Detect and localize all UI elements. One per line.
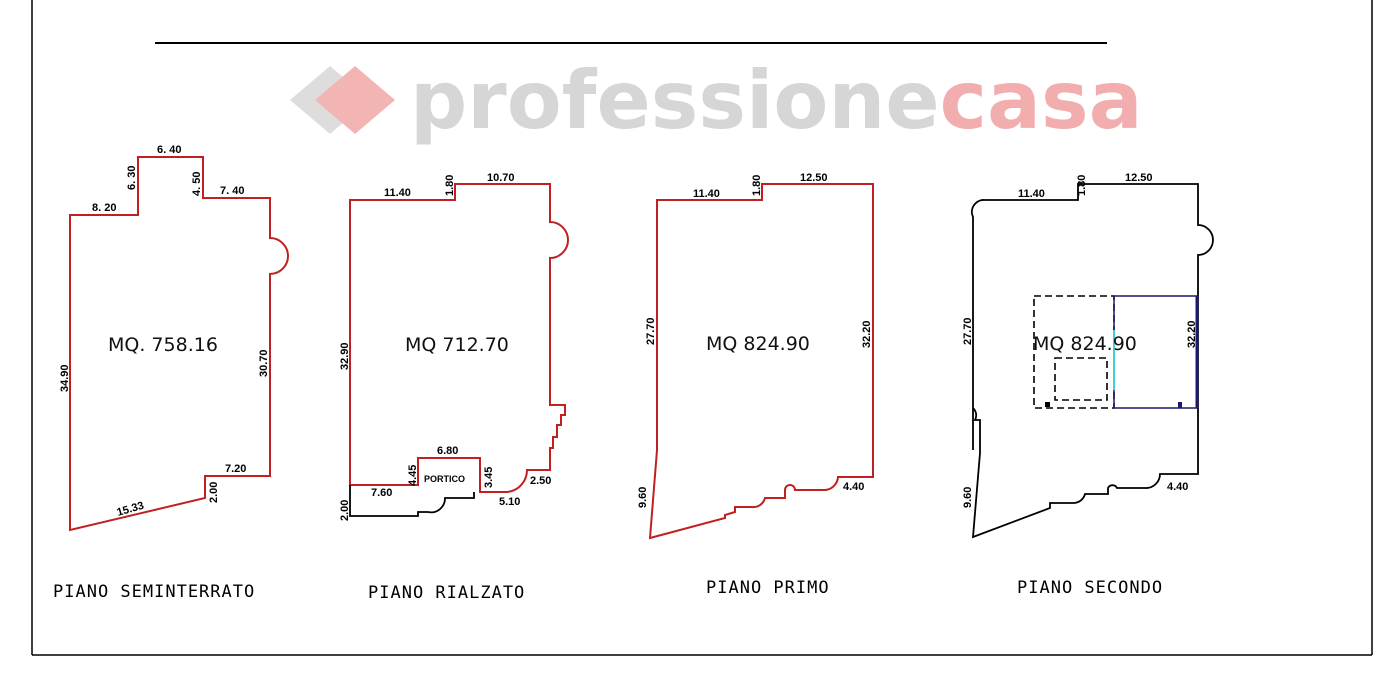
plan-secondo: 11.40 1.80 12.50 27.70 32.20 9.60 4.40 M… (962, 172, 1214, 598)
dim-label: 7. 40 (220, 185, 244, 197)
area-label: MQ 824.90 (706, 333, 810, 355)
dim-label: 10.70 (487, 172, 515, 184)
area-label: MQ. 758.16 (108, 334, 218, 356)
plan-title: PIANO SECONDO (1017, 578, 1163, 598)
dim-label: 4.40 (843, 481, 864, 493)
dim-label: 6.80 (437, 445, 458, 457)
dim-label: 34.90 (59, 364, 71, 392)
dim-label: 12.50 (800, 172, 828, 184)
area-label: MQ 824.90 (1033, 333, 1137, 355)
watermark-text: professionecasa (410, 54, 1143, 147)
dim-label: 11.40 (693, 188, 720, 200)
dim-label: 9.60 (962, 487, 974, 508)
watermark-text-red: casa (940, 54, 1143, 147)
dim-label: 6. 40 (157, 144, 181, 156)
dim-label: 2.00 (208, 482, 220, 503)
watermark-logo: professionecasa (290, 54, 1143, 147)
dim-label: 6. 30 (126, 166, 138, 190)
dim-label: 7.20 (225, 463, 246, 475)
outline (970, 183, 1214, 539)
plan-title: PIANO PRIMO (706, 578, 830, 598)
dim-label: 4. 50 (191, 172, 203, 196)
dim-label: 32.20 (1186, 320, 1198, 348)
plan-rialzato: 11.40 1.80 10.70 32.90 6.80 4.45 3.45 5.… (339, 172, 569, 603)
dim-label: 2.50 (530, 475, 551, 487)
dim-label: 1.80 (1076, 175, 1088, 196)
watermark-text-gray: professione (410, 54, 940, 147)
dim-label: 32.90 (339, 342, 351, 370)
dim-label: 32.20 (861, 320, 873, 348)
dim-label: 5.10 (499, 496, 520, 508)
outline (69, 156, 289, 532)
dim-label: 7.60 (371, 487, 392, 499)
plan-title: PIANO SEMINTERRATO (53, 582, 255, 602)
dim-label: 1.80 (444, 175, 456, 196)
dim-label: 27.70 (645, 317, 657, 345)
dim-label: 8. 20 (92, 202, 116, 214)
dim-label: 30.70 (258, 349, 270, 377)
dim-label: 3.45 (483, 467, 495, 488)
dim-label: 27.70 (962, 317, 974, 345)
dim-label: 12.50 (1125, 172, 1153, 184)
sheet-frame (31, 0, 1373, 656)
portico-outline (349, 485, 475, 517)
dim-label: 11.40 (1018, 188, 1045, 200)
dim-label: 4.45 (407, 465, 419, 486)
plan-seminterrato: 6. 40 6. 30 4. 50 7. 40 8. 20 34.90 30.7… (53, 144, 289, 602)
stair-core (1033, 295, 1199, 409)
area-label: MQ 712.70 (405, 334, 509, 356)
dim-label: 1.80 (751, 175, 763, 196)
plan-primo: 11.40 1.80 12.50 27.70 32.20 9.60 4.40 M… (637, 172, 874, 598)
dim-label: 9.60 (637, 487, 649, 508)
portico-label: PORTICO (424, 474, 465, 484)
plan-title: PIANO RIALZATO (368, 583, 525, 603)
dim-label: 4.40 (1167, 481, 1188, 493)
outline (648, 183, 874, 540)
outline (349, 183, 569, 493)
dim-label: 11.40 (384, 187, 411, 199)
dim-label: 2.00 (339, 500, 351, 521)
